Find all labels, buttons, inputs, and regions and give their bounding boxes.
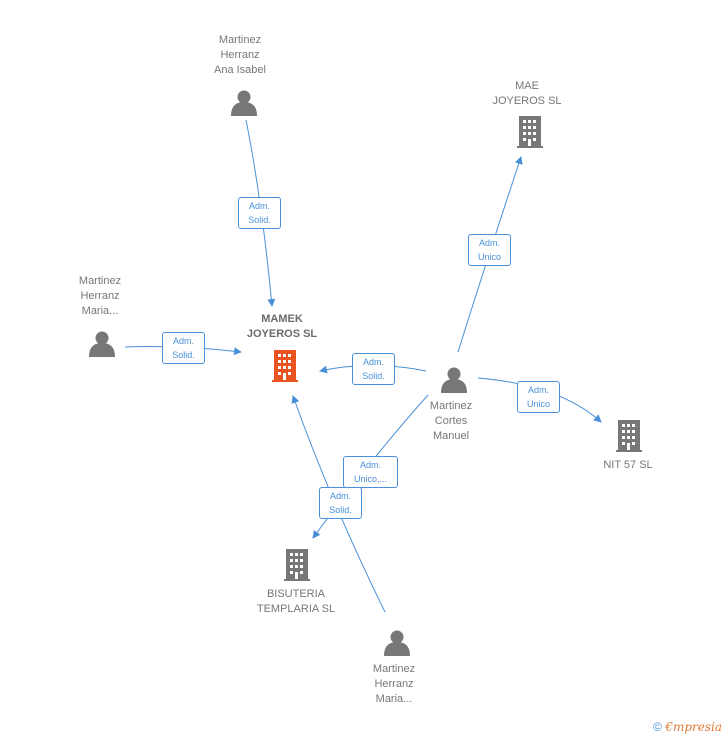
node-label-nit[interactable]: NIT 57 SL (588, 458, 668, 473)
node-label-manuel[interactable]: Martinez Cortes Manuel (411, 399, 491, 444)
badge-line: Unico,... (353, 474, 387, 484)
label-line: Herranz (374, 678, 414, 690)
badge-line: Adm. (172, 336, 194, 346)
edge-badge-manuel-nit[interactable]: Adm. Unico (517, 381, 560, 413)
label-line: Ana Isabel (214, 64, 266, 76)
label-line: Maria... (375, 693, 413, 705)
badge-line: Unico (526, 399, 550, 409)
edge-badge-maria2-mamek[interactable]: Adm. Solid. (319, 487, 362, 519)
edge-badge-ana-mamek[interactable]: Adm. Solid. (238, 197, 281, 229)
node-label-maria1[interactable]: Martinez Herranz Maria... (60, 274, 140, 319)
label-line: BISUTERIA (266, 588, 326, 600)
label-line: NIT 57 SL (603, 459, 653, 471)
copyright-icon: © (653, 720, 662, 734)
manuel-person-icon[interactable] (441, 367, 467, 394)
edge-badge-manuel-mae[interactable]: Adm. Unico (468, 234, 511, 266)
label-line: JOYEROS SL (492, 95, 562, 107)
label-line: Herranz (220, 49, 260, 61)
nit-building-icon[interactable] (616, 420, 642, 452)
badge-line: Adm. (478, 238, 500, 248)
mae-building-icon[interactable] (517, 116, 543, 148)
node-label-maria2[interactable]: Martinez Herranz Maria... (354, 662, 434, 707)
label-line: Maria... (81, 305, 119, 317)
footer-copyright: © €mpresia (653, 720, 722, 734)
node-label-mae[interactable]: MAE JOYEROS SL (477, 79, 577, 109)
label-line: Martinez (372, 663, 416, 675)
label-line: Manuel (432, 430, 470, 442)
label-line: Martinez (429, 400, 473, 412)
edge-badge-manuel-bisuteria[interactable]: Adm. Unico,... (343, 456, 398, 488)
label-line: MAMEK (261, 313, 303, 325)
label-line: Cortes (434, 415, 468, 427)
badge-line: Adm. (248, 201, 270, 211)
badge-line: Solid. (362, 371, 385, 381)
ana-person-icon[interactable] (231, 90, 257, 117)
edge-badge-manuel-mamek[interactable]: Adm. Solid. (352, 353, 395, 385)
node-label-ana[interactable]: Martinez Herranz Ana Isabel (200, 33, 280, 78)
edge-badge-maria1-mamek[interactable]: Adm. Solid. (162, 332, 205, 364)
label-line: JOYEROS SL (246, 328, 318, 340)
badge-line: Adm. (527, 385, 549, 395)
label-line: TEMPLARIA SL (256, 603, 336, 615)
label-line: MAE (515, 80, 539, 92)
badge-line: Solid. (248, 215, 271, 225)
bisuteria-building-icon[interactable] (284, 549, 310, 581)
label-line: Herranz (80, 290, 120, 302)
badge-line: Unico (477, 252, 501, 262)
brand-logo[interactable]: €mpresia (665, 720, 722, 734)
badge-line: Adm. (359, 460, 381, 470)
badge-line: Solid. (172, 350, 195, 360)
maria2-person-icon[interactable] (384, 630, 410, 657)
badge-line: Solid. (329, 505, 352, 515)
label-line: Martinez (78, 275, 122, 287)
mamek-building-icon[interactable] (272, 350, 298, 382)
node-label-mamek[interactable]: MAMEK JOYEROS SL (232, 312, 332, 342)
badge-line: Adm. (329, 491, 351, 501)
maria1-person-icon[interactable] (89, 331, 115, 358)
badge-line: Adm. (362, 357, 384, 367)
node-label-bisuteria[interactable]: BISUTERIA TEMPLARIA SL (240, 587, 352, 617)
label-line: Martinez (218, 34, 262, 46)
